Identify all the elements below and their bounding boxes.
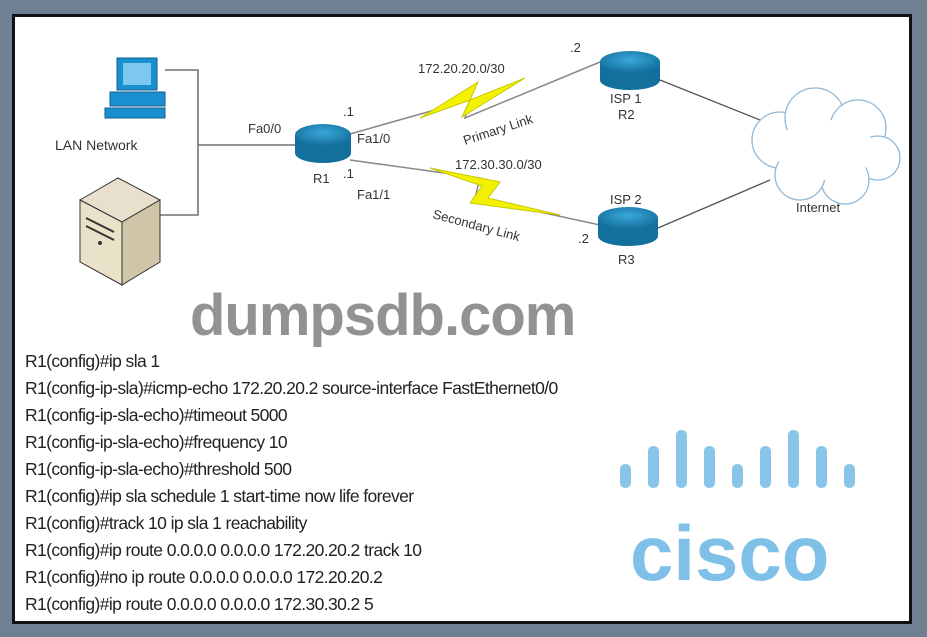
config-line: R1(config)#ip sla schedule 1 start-time … [25, 486, 414, 506]
config-line: R1(config)#ip sla 1 [25, 351, 160, 371]
r3-isp-label: ISP 2 [610, 192, 642, 207]
config-line: R1(config)#ip route 0.0.0.0 0.0.0.0 172.… [25, 540, 422, 560]
config-line: R1(config)#track 10 ip sla 1 reachabilit… [25, 513, 307, 533]
r3-ip: .2 [578, 231, 589, 246]
primary-subnet: 172.20.20.0/30 [418, 61, 505, 76]
secondary-link [349, 159, 601, 226]
config-line: R1(config)#ip route 0.0.0.0 0.0.0.0 172.… [25, 594, 374, 614]
r1-primary-ip: .1 [343, 104, 354, 119]
router-r1-icon [295, 124, 351, 163]
r1-fa10-label: Fa1/0 [357, 131, 390, 146]
internet-cloud-icon [751, 87, 901, 205]
server-icon [78, 177, 162, 286]
internet-label: Internet [796, 200, 840, 215]
r1-fa11-label: Fa1/1 [357, 187, 390, 202]
r2-label: R2 [618, 107, 635, 122]
lan-wiring [160, 69, 771, 229]
config-line: R1(config)#no ip route 0.0.0.0 0.0.0.0 1… [25, 567, 383, 587]
primary-link-label: Primary Link [461, 111, 535, 148]
primary-link [349, 61, 601, 135]
r1-secondary-ip: .1 [343, 166, 354, 181]
r1-fa00-label: Fa0/0 [248, 121, 281, 136]
lan-network-label: LAN Network [55, 137, 138, 153]
router-r2-icon [600, 51, 660, 90]
config-line: R1(config-ip-sla-echo)#threshold 500 [25, 459, 292, 479]
pc-icon [104, 57, 166, 119]
network-topology: LAN Network R1 Fa0/0 Fa1/0 Fa [55, 40, 901, 286]
r3-label: R3 [618, 252, 635, 267]
config-line: R1(config-ip-sla)#icmp-echo 172.20.20.2 … [25, 378, 558, 398]
secondary-subnet: 172.30.30.0/30 [455, 157, 542, 172]
secondary-link-label: Secondary Link [431, 206, 522, 244]
config-line: R1(config-ip-sla-echo)#frequency 10 [25, 432, 288, 452]
r1-label: R1 [313, 171, 330, 186]
config-line: R1(config-ip-sla-echo)#timeout 5000 [25, 405, 288, 425]
router-r3-icon [598, 207, 658, 246]
r2-ip: .2 [570, 40, 581, 55]
r2-isp-label: ISP 1 [610, 91, 642, 106]
